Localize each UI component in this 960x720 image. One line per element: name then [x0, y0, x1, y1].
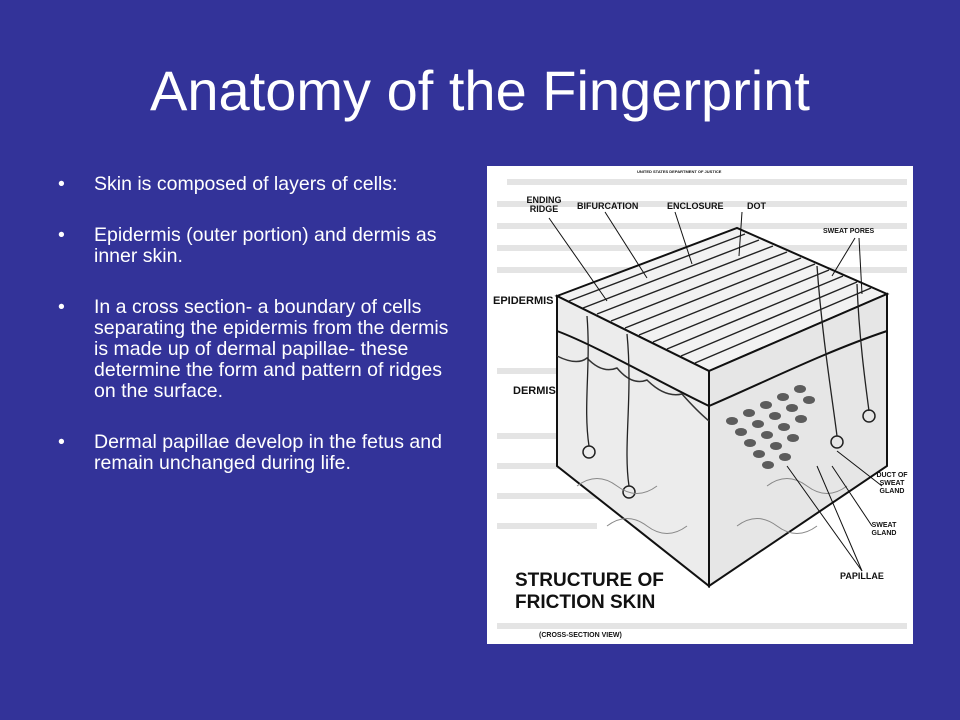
- label-ending-ridge: ENDING RIDGE: [526, 195, 562, 214]
- bullet-icon: •: [58, 431, 65, 453]
- bullet-icon: •: [58, 173, 65, 195]
- bullet-list: • Skin is composed of layers of cells: •…: [58, 174, 458, 504]
- figure-caption: STRUCTURE OF FRICTION SKIN: [515, 570, 664, 613]
- bullet-text: Epidermis (outer portion) and dermis as …: [94, 224, 437, 267]
- bullet-item: • In a cross section- a boundary of cell…: [58, 297, 458, 402]
- label-sweat-pores: SWEAT PORES: [823, 228, 875, 235]
- bullet-text: In a cross section- a boundary of cells …: [94, 296, 449, 402]
- label-bifurcation: BIFURCATION: [577, 201, 639, 211]
- slide-title: Anatomy of the Fingerprint: [150, 59, 810, 122]
- label-enclosure: ENCLOSURE: [667, 201, 724, 211]
- bullet-icon: •: [58, 224, 65, 246]
- friction-skin-diagram: UNITED STATES DEPARTMENT OF JUSTICE ENDI…: [487, 166, 913, 644]
- figure-subcaption: (CROSS-SECTION VIEW): [539, 632, 622, 639]
- bullet-text: Dermal papillae develop in the fetus and…: [94, 431, 442, 474]
- label-dot: DOT: [747, 201, 766, 211]
- bullet-text: Skin is composed of layers of cells:: [94, 173, 398, 195]
- figure-header: UNITED STATES DEPARTMENT OF JUSTICE: [637, 169, 722, 174]
- label-epidermis: EPIDERMIS: [493, 295, 554, 307]
- skin-block-illustration: [497, 179, 907, 629]
- label-duct-of-sweat-gland: DUCT OF SWEAT GLAND: [876, 472, 908, 495]
- bullet-item: • Dermal papillae develop in the fetus a…: [58, 432, 458, 474]
- label-dermis: DERMIS: [513, 385, 556, 397]
- bullet-item: • Epidermis (outer portion) and dermis a…: [58, 225, 458, 267]
- label-sweat-gland: SWEAT GLAND: [871, 522, 897, 537]
- bullet-item: • Skin is composed of layers of cells:: [58, 174, 458, 195]
- bullet-icon: •: [58, 296, 65, 318]
- label-papillae: PAPILLAE: [840, 571, 884, 581]
